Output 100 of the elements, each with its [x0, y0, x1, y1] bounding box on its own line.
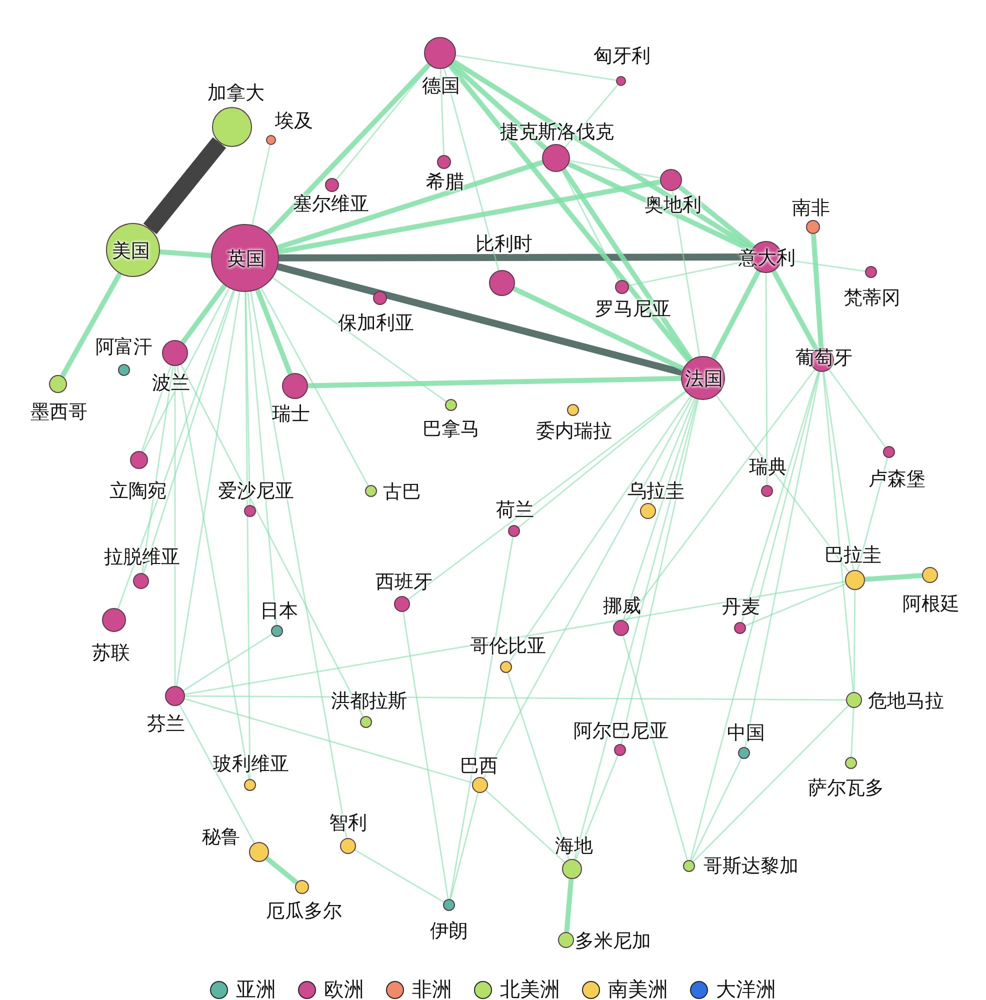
network-link: [483, 396, 694, 778]
network-link: [354, 849, 444, 903]
network-link: [60, 272, 122, 378]
country-label: 拉脱维亚: [104, 546, 180, 570]
country-label: 梵蒂冈: [844, 287, 900, 311]
network-link: [185, 695, 846, 701]
network-link: [823, 372, 854, 570]
network-link: [765, 273, 768, 485]
network-link: [692, 705, 849, 862]
network-link: [507, 672, 570, 860]
country-label: 智利: [329, 812, 367, 836]
network-link: [408, 390, 686, 600]
country-label: 塞尔维亚: [293, 193, 369, 217]
country-label: 哥伦比亚: [470, 635, 546, 659]
country-label: 挪威: [603, 595, 641, 619]
country-label: 芬兰: [147, 713, 185, 737]
network-link: [508, 396, 692, 662]
network-link: [512, 286, 684, 371]
country-label: 希腊: [426, 171, 464, 195]
country-label: 瑞典: [749, 456, 787, 480]
country-label: 危地马拉: [868, 690, 944, 714]
network-link: [174, 366, 176, 686]
country-label: 乌拉圭: [628, 480, 684, 504]
network-link: [574, 399, 698, 860]
network-link: [266, 62, 431, 236]
network-link: [336, 64, 430, 180]
network-link: [822, 372, 854, 692]
country-label: 日本: [260, 600, 298, 624]
network-link: [176, 291, 240, 686]
country-label: 墨西哥: [30, 401, 88, 425]
country-label: 丹麦: [722, 596, 760, 620]
network-link: [450, 792, 479, 900]
country-label: 厄瓜多尔: [266, 900, 342, 924]
network-link: [184, 580, 846, 696]
network-link: [741, 371, 820, 622]
network-link: [620, 399, 699, 744]
network-link: [485, 790, 566, 863]
network-link: [622, 398, 697, 621]
network-link: [265, 856, 298, 885]
network-link: [810, 234, 824, 348]
country-label: 南非: [792, 197, 830, 221]
legend-label: 北美洲: [500, 978, 560, 1000]
network-link: [856, 458, 888, 571]
country-label: 罗马尼亚: [595, 298, 671, 322]
country-label: 加拿大: [208, 82, 264, 106]
network-link: [622, 636, 688, 860]
network-link: [308, 376, 682, 388]
network-link: [570, 160, 660, 179]
country-label: 保加利亚: [338, 312, 414, 336]
network-link: [142, 290, 236, 574]
network-link: [828, 369, 886, 448]
country-label: 德国: [422, 75, 460, 99]
country-node: [211, 224, 279, 292]
network-link: [272, 277, 447, 402]
network-link: [255, 288, 293, 375]
country-label: 苏联: [92, 642, 130, 666]
country-label: 波兰: [152, 372, 190, 396]
country-label: 巴拉圭: [824, 544, 882, 568]
country-label: 阿尔巴尼亚: [574, 720, 668, 744]
country-label: 萨尔瓦多: [808, 777, 884, 801]
country-label: 西班牙: [376, 571, 432, 595]
country-label: 洪都拉斯: [331, 690, 407, 714]
country-label: 荷兰: [496, 499, 534, 523]
network-link: [252, 144, 271, 225]
network-link: [184, 698, 473, 784]
network-link: [180, 284, 227, 344]
network-link: [180, 364, 364, 717]
country-label: 法国: [685, 368, 723, 392]
country-label: 埃及: [275, 110, 313, 134]
network-link: [179, 704, 255, 844]
network-link: [562, 168, 693, 362]
network-link: [716, 395, 850, 572]
country-label: 立陶宛: [110, 480, 166, 504]
legend-label: 欧洲: [324, 978, 364, 1000]
network-link: [276, 160, 544, 250]
network-link: [260, 288, 369, 486]
country-label: 中国: [727, 722, 765, 746]
country-label: 古巴: [383, 481, 421, 505]
country-label: 海地: [555, 835, 593, 859]
network-link: [448, 64, 692, 362]
network-link: [745, 583, 846, 626]
country-label: 匈牙利: [594, 45, 650, 69]
network-link: [625, 369, 816, 622]
network-link: [143, 137, 226, 234]
network-link: [449, 536, 514, 900]
country-label: 比利时: [476, 233, 532, 257]
network-link: [440, 68, 444, 156]
country-label: 阿富汗: [96, 336, 152, 360]
network-link: [183, 634, 272, 692]
country-label: 卢森堡: [868, 468, 926, 492]
country-label: 奥地利: [644, 194, 702, 218]
country-label: 玻利维亚: [213, 753, 289, 777]
country-label: 阿根廷: [902, 593, 960, 617]
network-link: [176, 366, 250, 780]
network-link: [850, 708, 854, 758]
network-link: [247, 292, 278, 626]
country-label: 伊朗: [430, 920, 468, 944]
country-label: 巴西: [460, 755, 498, 779]
country-label: 哥斯达黎加: [704, 855, 798, 879]
network-link: [564, 84, 618, 148]
